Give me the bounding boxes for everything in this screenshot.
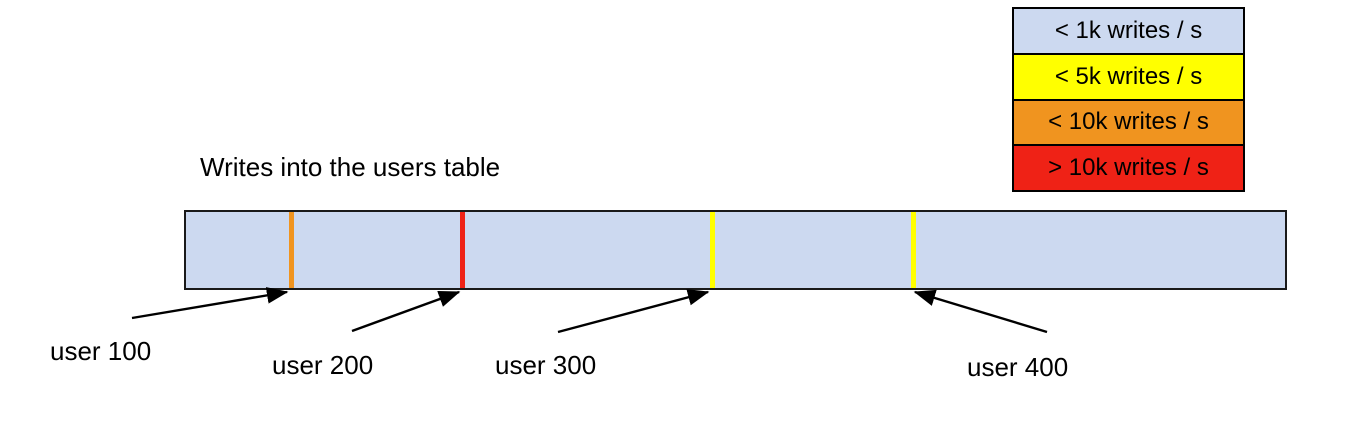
label-user-100: user 100	[50, 336, 152, 366]
label-user-400: user 400	[967, 352, 1069, 382]
arrow-user-100	[131, 287, 289, 320]
write-rate-legend: < 1k writes / s < 5k writes / s < 10k wr…	[1012, 7, 1245, 192]
legend-row-tier1: < 1k writes / s	[1014, 9, 1243, 55]
legend-row-tier2: < 5k writes / s	[1014, 54, 1243, 101]
legend-row-tier3: < 10k writes / s	[1014, 100, 1243, 147]
legend-label-tier3: < 10k writes / s	[1048, 108, 1209, 136]
legend-label-tier2: < 5k writes / s	[1054, 62, 1203, 90]
label-user-300: user 300	[495, 350, 597, 380]
legend-label-tier1: < 1k writes / s	[1054, 16, 1203, 44]
users-table-bar	[184, 210, 1287, 290]
arrow-user-300	[557, 289, 710, 334]
label-user-200: user 200	[272, 350, 374, 380]
marker-user-300	[710, 212, 715, 288]
marker-user-200	[460, 212, 465, 288]
arrow-user-200	[351, 290, 461, 333]
arrow-user-400	[913, 289, 1048, 334]
marker-user-100	[289, 212, 294, 288]
marker-user-400	[911, 212, 916, 288]
legend-label-tier4: > 10k writes / s	[1048, 154, 1209, 182]
chart-title: Writes into the users table	[200, 152, 501, 182]
legend-row-tier4: > 10k writes / s	[1014, 146, 1243, 190]
